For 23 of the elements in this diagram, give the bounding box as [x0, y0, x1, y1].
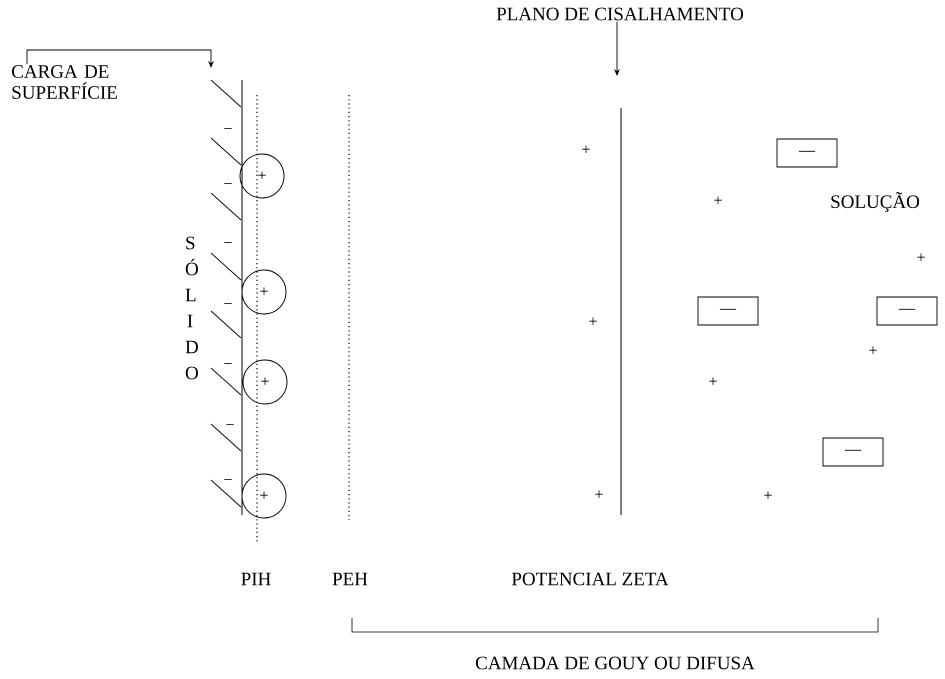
- minus-sign: −: [224, 128, 232, 129]
- anion-box: —: [698, 296, 758, 326]
- caption-text: PLANO DE CISALHAMENTO: [496, 8, 744, 20]
- anion-box: —: [876, 296, 938, 326]
- vertical-label: SÓLIDO: [186, 236, 198, 380]
- anion-box: —: [776, 138, 838, 168]
- plus-sign: +: [709, 377, 717, 385]
- plus-sign: +: [764, 491, 772, 499]
- axis-label: PEH: [332, 572, 368, 586]
- plus-sign: +: [582, 145, 590, 153]
- plus-sign: +: [869, 346, 877, 354]
- minus-sign: −: [224, 242, 232, 243]
- minus-sign: −: [226, 424, 234, 425]
- plus-sign: +: [589, 317, 597, 325]
- plus-sign: +: [595, 490, 603, 498]
- axis-label: POTENCIAL ZETA: [512, 572, 669, 586]
- plus-sign: +: [714, 196, 722, 204]
- anion-box: —: [822, 438, 884, 466]
- caption-text: CARGA DE SUPERFÍCIE: [12, 65, 117, 99]
- region-label: CAMADA DE GOUY OU DIFUSA: [476, 656, 755, 670]
- axis-label: PIH: [241, 572, 271, 586]
- plus-sign: +: [917, 253, 925, 261]
- region-label: SOLUÇÃO: [831, 192, 920, 212]
